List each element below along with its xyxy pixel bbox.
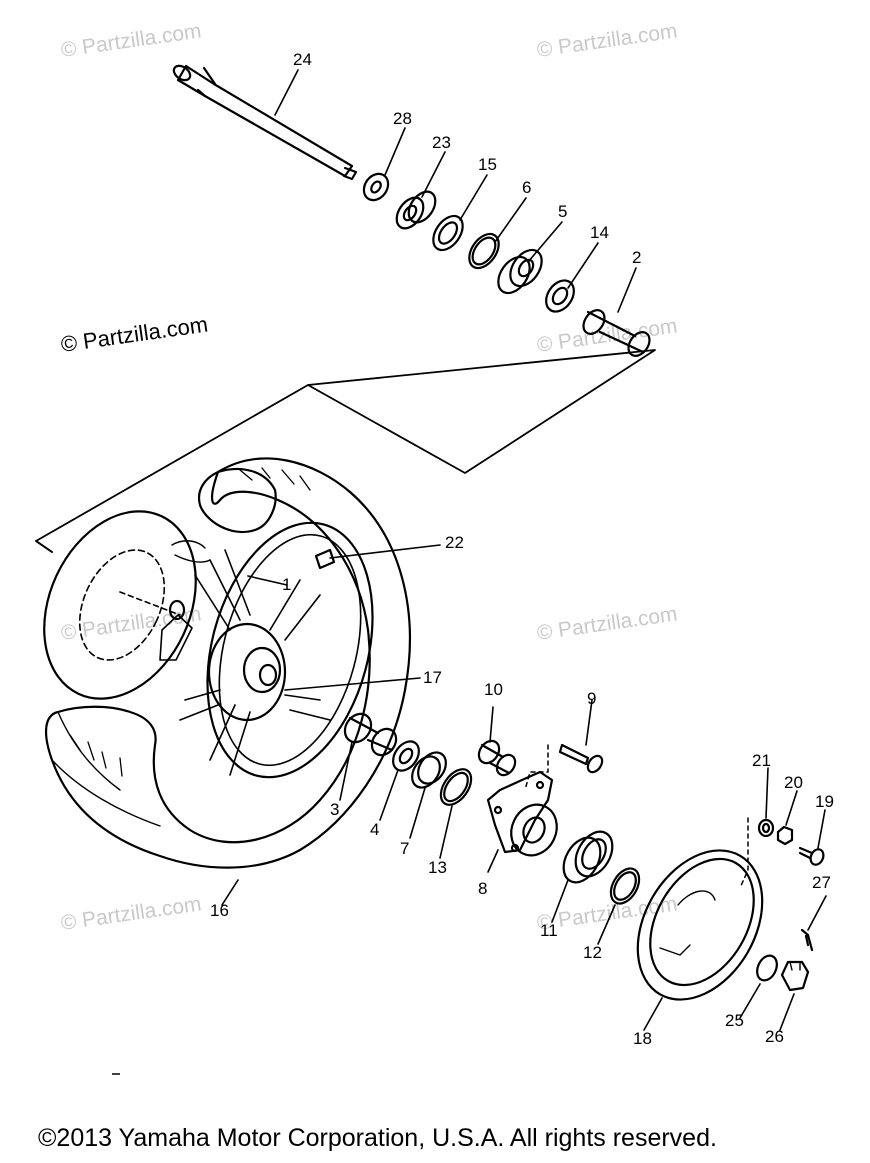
washer-part-25 — [756, 954, 778, 982]
watermark: © Partzilla.com — [59, 892, 202, 934]
nut-part-26 — [780, 960, 810, 992]
callout-17: 17 — [423, 668, 442, 687]
callout-27: 27 — [812, 873, 831, 892]
callout-15: 15 — [478, 155, 497, 174]
callout-24: 24 — [293, 50, 312, 69]
nut-part-20 — [776, 825, 794, 846]
o-ring-part-13 — [439, 768, 473, 806]
cover-part-18 — [636, 817, 764, 1001]
circlip-part-12 — [609, 867, 641, 905]
axle-part-24 — [172, 64, 358, 181]
washer-part-28 — [362, 172, 390, 202]
callout-19: 19 — [815, 792, 834, 811]
bearing-part-5 — [497, 248, 543, 295]
watermark: © Partzilla.com — [59, 19, 202, 61]
callout-11: 11 — [540, 921, 558, 940]
bearing-part-11 — [562, 830, 614, 884]
callout-1: 1 — [282, 575, 291, 594]
callout-14: 14 — [590, 223, 609, 242]
callout-28: 28 — [393, 109, 412, 128]
collar-part-10 — [477, 739, 517, 777]
screw-part-19 — [798, 846, 825, 866]
assembly-outline — [35, 349, 656, 553]
assembly-outline-lower — [35, 540, 53, 553]
bearing-part-4 — [392, 740, 420, 772]
leader-lines — [221, 69, 827, 1031]
hub-plate-left — [43, 510, 197, 700]
callout-8: 8 — [478, 879, 487, 898]
callout-23: 23 — [432, 133, 451, 152]
oil-seal-part-15 — [432, 214, 464, 252]
circlip-part-6 — [468, 232, 500, 270]
callout-13: 13 — [428, 858, 447, 877]
watermark-layer: © Partzilla.com © Partzilla.com © Partzi… — [59, 19, 679, 934]
callout-20: 20 — [784, 773, 803, 792]
seal-part-14 — [545, 279, 575, 313]
callout-16: 16 — [210, 901, 229, 920]
callout-6: 6 — [522, 178, 531, 197]
callout-4: 4 — [370, 820, 379, 839]
callout-5: 5 — [558, 202, 567, 221]
callout-7: 7 — [400, 839, 409, 858]
sprocket-hub-part-8 — [486, 770, 558, 857]
callout-labels: 24 28 23 15 6 5 14 2 22 1 17 10 9 3 4 7 … — [210, 50, 834, 1048]
spacer-part-3 — [343, 712, 398, 757]
callout-26: 26 — [765, 1027, 784, 1046]
washer-part-21 — [757, 818, 775, 838]
watermark: © Partzilla.com — [535, 602, 678, 644]
tire-part-16 — [44, 457, 411, 869]
collar-part-23 — [395, 190, 437, 230]
callout-12: 12 — [583, 943, 602, 962]
watermark: © Partzilla.com — [535, 19, 678, 61]
callout-9: 9 — [587, 689, 596, 708]
callout-21: 21 — [752, 751, 771, 770]
callout-3: 3 — [330, 800, 339, 819]
copyright-notice: ©2013 Yamaha Motor Corporation, U.S.A. A… — [38, 1124, 717, 1152]
watermark: © Partzilla.com — [59, 312, 209, 357]
callout-22: 22 — [445, 533, 464, 552]
seal-part-7 — [411, 751, 447, 789]
spacer-part-2 — [582, 309, 651, 357]
cotter-pin-part-27 — [800, 928, 814, 952]
callout-18: 18 — [633, 1029, 652, 1048]
wheel-part-1 — [159, 521, 374, 779]
callout-2: 2 — [632, 248, 641, 267]
callout-25: 25 — [725, 1011, 744, 1030]
callout-10: 10 — [484, 680, 503, 699]
